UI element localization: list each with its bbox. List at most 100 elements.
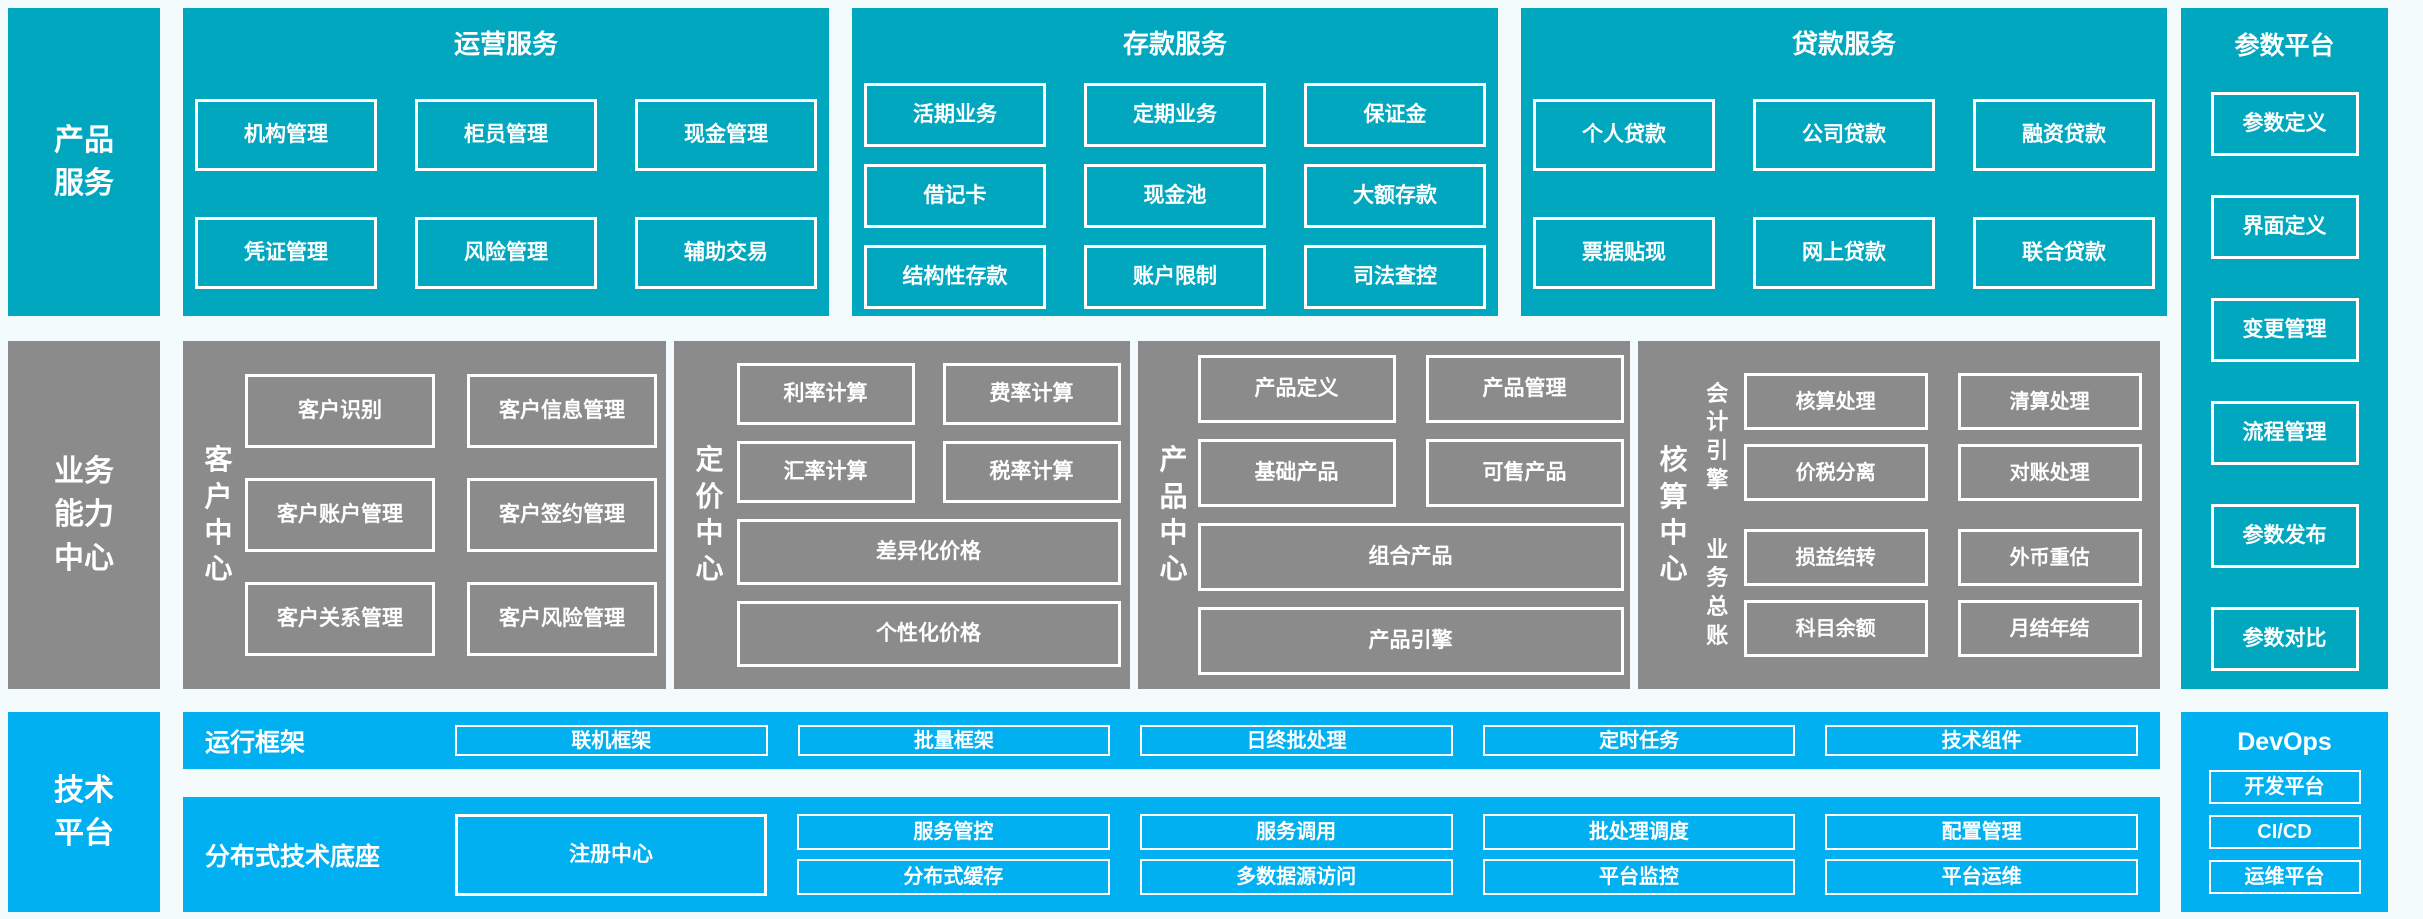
- customer-box: 客户关系管理: [245, 582, 435, 656]
- parameter-items: 参数定义界面定义变更管理流程管理参数发布参数对比: [2210, 92, 2359, 671]
- section-vertical-title: 产品中心: [1159, 444, 1188, 585]
- accounting-engine-group: 会计引擎 核算处理清算处理价税分离对账处理: [1691, 373, 2160, 501]
- distributed-box: 服务调用: [1139, 814, 1453, 850]
- parameter-box: 流程管理: [2210, 401, 2359, 465]
- bar-title: 运行框架: [205, 728, 306, 757]
- accounting-box: 价税分离: [1743, 444, 1928, 501]
- row-label-text: 产品服务: [54, 123, 114, 201]
- distributed-box: 批处理调度: [1482, 814, 1796, 850]
- deposit-box: 司法查控: [1304, 245, 1486, 309]
- pricing-wide-box: 个性化价格: [736, 601, 1121, 667]
- operations-box: 机构管理: [195, 99, 377, 171]
- distributed-items: 服务管控服务调用批处理调度配置管理分布式缓存多数据源访问平台监控平台运维: [797, 814, 2138, 895]
- section-pricing-center: 定价中心 利率计算费率计算汇率计算税率计算 差异化价格个性化价格: [674, 341, 1130, 689]
- section-parameter-platform: 参数平台 参数定义界面定义变更管理流程管理参数发布参数对比: [2181, 8, 2388, 689]
- loan-box: 网上贷款: [1753, 217, 1935, 289]
- runtime-box: 技术组件: [1825, 725, 2138, 756]
- devops-box: 运维平台: [2208, 860, 2361, 894]
- customer-box: 客户账户管理: [245, 478, 435, 552]
- accounting-box: 科目余额: [1743, 600, 1928, 657]
- accounting-box: 对账处理: [1957, 444, 2142, 501]
- section-operations-services: 运营服务 机构管理柜员管理现金管理凭证管理风险管理辅助交易: [183, 8, 829, 316]
- section-vertical-title: 定价中心: [695, 444, 724, 585]
- deposit-box: 现金池: [1084, 164, 1266, 228]
- section-customer-center: 客户中心 客户识别客户信息管理客户账户管理客户签约管理客户关系管理客户风险管理: [183, 341, 666, 689]
- deposit-box: 活期业务: [864, 83, 1046, 147]
- product-box: 产品管理: [1425, 355, 1624, 423]
- pricing-wide-items: 差异化价格个性化价格: [736, 519, 1121, 667]
- parameter-box: 参数发布: [2210, 504, 2359, 568]
- row-label-text: 业务能力中心: [54, 454, 114, 575]
- loan-items: 个人贷款公司贷款融资贷款票据贴现网上贷款联合贷款: [1521, 99, 2167, 289]
- customer-box: 客户识别: [245, 374, 435, 448]
- section-vertical-title: 客户中心: [204, 444, 233, 585]
- group-vertical-title: 会计引擎: [1706, 380, 1729, 492]
- parameter-box: 界面定义: [2210, 195, 2359, 259]
- section-title: 贷款服务: [1791, 29, 1896, 59]
- loan-box: 融资贷款: [1973, 99, 2155, 171]
- pricing-content: 利率计算费率计算汇率计算税率计算 差异化价格个性化价格: [727, 363, 1130, 667]
- operations-box: 柜员管理: [415, 99, 597, 171]
- loan-box: 票据贴现: [1533, 217, 1715, 289]
- accounting-box: 损益结转: [1743, 529, 1928, 586]
- section-vertical-title: 核算中心: [1659, 444, 1688, 585]
- loan-box: 联合贷款: [1973, 217, 2155, 289]
- section-accounting-center: 核算中心 会计引擎 核算处理清算处理价税分离对账处理 业务总账 损益结转外币重估…: [1638, 341, 2160, 689]
- distributed-box: 分布式缓存: [797, 859, 1110, 895]
- customer-box: 客户信息管理: [467, 374, 657, 448]
- pricing-box: 税率计算: [942, 441, 1121, 503]
- deposit-box: 大额存款: [1304, 164, 1486, 228]
- row-label-product-services: 产品服务: [8, 8, 160, 316]
- product-box: 可售产品: [1425, 439, 1624, 507]
- accounting-box: 清算处理: [1957, 373, 2142, 430]
- product-box: 产品定义: [1197, 355, 1396, 423]
- product-wide-items: 组合产品产品引擎: [1197, 523, 1624, 675]
- operations-box: 辅助交易: [635, 217, 817, 289]
- loan-box: 公司贷款: [1753, 99, 1935, 171]
- product-content: 产品定义产品管理基础产品可售产品 组合产品产品引擎: [1191, 355, 1630, 675]
- runtime-box: 定时任务: [1482, 725, 1796, 756]
- deposit-box: 结构性存款: [864, 245, 1046, 309]
- business-ledger-items: 损益结转外币重估科目余额月结年结: [1743, 529, 2142, 657]
- runtime-box: 批量框架: [797, 725, 1111, 756]
- distributed-box: 多数据源访问: [1139, 859, 1453, 895]
- pricing-box: 汇率计算: [736, 441, 915, 503]
- pricing-items: 利率计算费率计算汇率计算税率计算: [736, 363, 1121, 503]
- deposit-box: 定期业务: [1084, 83, 1266, 147]
- section-title: 参数平台: [2234, 32, 2335, 60]
- parameter-box: 变更管理: [2210, 298, 2359, 362]
- product-wide-box: 组合产品: [1197, 523, 1624, 591]
- accounting-box: 外币重估: [1957, 529, 2142, 586]
- section-deposit-services: 存款服务 活期业务定期业务保证金借记卡现金池大额存款结构性存款账户限制司法查控: [852, 8, 1498, 316]
- loan-box: 个人贷款: [1533, 99, 1715, 171]
- deposit-items: 活期业务定期业务保证金借记卡现金池大额存款结构性存款账户限制司法查控: [852, 83, 1498, 309]
- section-loan-services: 贷款服务 个人贷款公司贷款融资贷款票据贴现网上贷款联合贷款: [1521, 8, 2167, 316]
- accounting-engine-items: 核算处理清算处理价税分离对账处理: [1743, 373, 2142, 501]
- distributed-box: 服务管控: [797, 814, 1110, 850]
- customer-items: 客户识别客户信息管理客户账户管理客户签约管理客户关系管理客户风险管理: [245, 374, 657, 656]
- operations-items: 机构管理柜员管理现金管理凭证管理风险管理辅助交易: [183, 99, 829, 289]
- bar-runtime-framework: 运行框架 联机框架批量框架日终批处理定时任务技术组件: [183, 712, 2160, 769]
- section-product-center: 产品中心 产品定义产品管理基础产品可售产品 组合产品产品引擎: [1138, 341, 1630, 689]
- operations-box: 凭证管理: [195, 217, 377, 289]
- pricing-box: 费率计算: [942, 363, 1121, 425]
- deposit-box: 借记卡: [864, 164, 1046, 228]
- section-title: 运营服务: [453, 29, 558, 59]
- customer-box: 客户签约管理: [467, 478, 657, 552]
- customer-box: 客户风险管理: [467, 582, 657, 656]
- deposit-box: 账户限制: [1084, 245, 1266, 309]
- product-items: 产品定义产品管理基础产品可售产品: [1197, 355, 1624, 507]
- operations-box: 风险管理: [415, 217, 597, 289]
- accounting-groups: 会计引擎 核算处理清算处理价税分离对账处理 业务总账 损益结转外币重估科目余额月…: [1691, 373, 2160, 657]
- pricing-wide-box: 差异化价格: [736, 519, 1121, 585]
- registry-center-box: 注册中心: [455, 813, 767, 896]
- row-label-tech-platform: 技术平台: [8, 712, 160, 912]
- distributed-box: 平台监控: [1482, 859, 1796, 895]
- distributed-box: 平台运维: [1825, 859, 2138, 895]
- product-wide-box: 产品引擎: [1197, 607, 1624, 675]
- distributed-box: 配置管理: [1825, 814, 2138, 850]
- section-title: 存款服务: [1122, 29, 1227, 59]
